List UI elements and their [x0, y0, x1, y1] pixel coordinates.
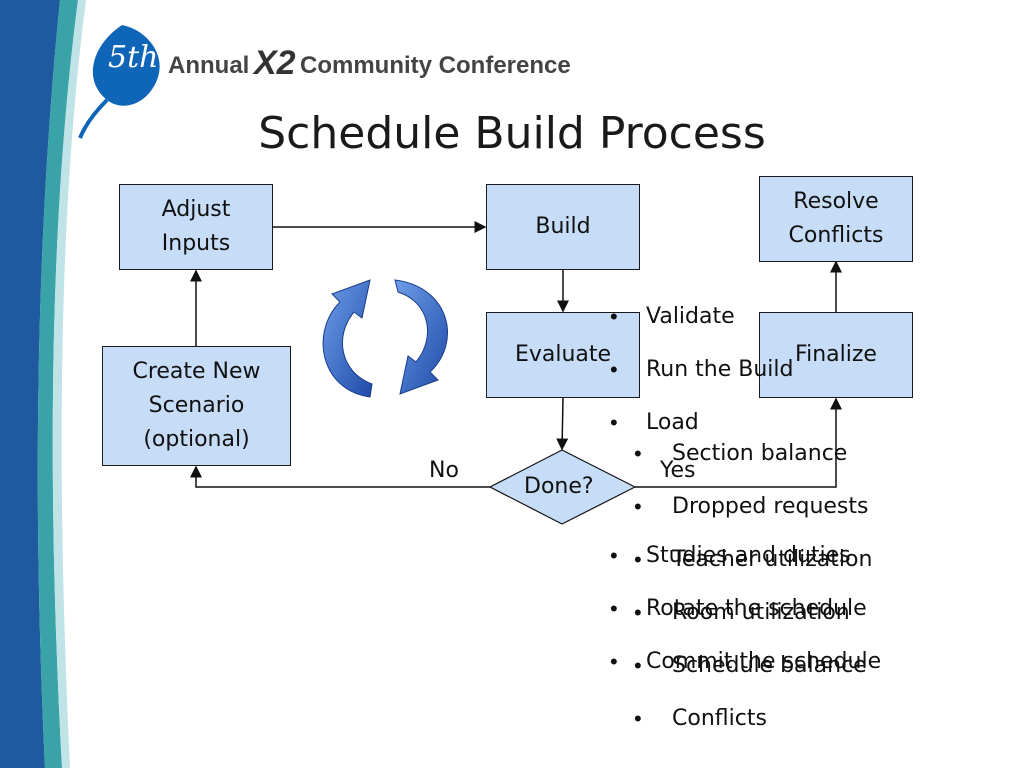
logo-annual: Annual	[168, 52, 250, 79]
bullet-dot: •	[610, 649, 618, 674]
list-item: Validate	[646, 304, 735, 329]
bullet-dot: •	[610, 410, 618, 435]
left-decorative-band	[0, 0, 86, 768]
bullet-dot: •	[634, 600, 642, 625]
list-item: Run the Build	[646, 357, 794, 382]
node-resolve-conflicts: Resolve Conflicts	[759, 176, 913, 262]
bullet-dot: •	[610, 357, 618, 382]
list-item: Teacher utilization	[672, 547, 873, 572]
node-done-label: Done?	[524, 474, 594, 499]
list-item: Commit the schedule	[646, 649, 882, 674]
logo-community-conference: Community Conference	[300, 52, 571, 79]
done-diamond-shape	[488, 449, 637, 525]
arrow-done-yes-to-finalize	[635, 397, 842, 488]
bullet-dot: •	[634, 706, 642, 731]
node-adjust-inputs: Adjust Inputs	[119, 184, 273, 270]
arrow-done-no-to-scenario	[190, 465, 490, 488]
bullet-dot: •	[610, 596, 618, 621]
conference-logo-icon	[78, 25, 160, 139]
list-item: Room utilization	[672, 600, 850, 625]
bullet-dot: •	[634, 441, 642, 466]
node-finalize: Finalize	[759, 312, 913, 398]
list-item: Section balance	[672, 441, 848, 466]
node-create-new-scenario: Create New Scenario (optional)	[102, 346, 291, 466]
list-item: Rotate the schedule	[646, 596, 867, 621]
slide-title: Schedule Build Process	[258, 108, 766, 159]
node-build: Build	[486, 184, 640, 270]
bullet-dot: •	[634, 494, 642, 519]
node-evaluate: Evaluate	[486, 312, 640, 398]
logo-ordinal: 5th	[108, 40, 159, 75]
list-item: Load	[646, 410, 699, 435]
list-item: Schedule balance	[672, 653, 867, 678]
logo-x2: X2	[254, 44, 296, 82]
bullet-dot: •	[610, 543, 618, 568]
refresh-cycle-icon	[322, 279, 448, 398]
list-item: Studies and duties	[646, 543, 851, 568]
bullet-dot: •	[634, 653, 642, 678]
edge-label-no: No	[429, 458, 459, 483]
bullet-dot: •	[610, 304, 618, 329]
edge-label-yes: Yes	[660, 458, 696, 483]
bullet-dot: •	[634, 547, 642, 572]
list-item: Conflicts	[672, 706, 767, 731]
list-item: Dropped requests	[672, 494, 869, 519]
arrow-evaluate-to-done	[556, 397, 569, 451]
